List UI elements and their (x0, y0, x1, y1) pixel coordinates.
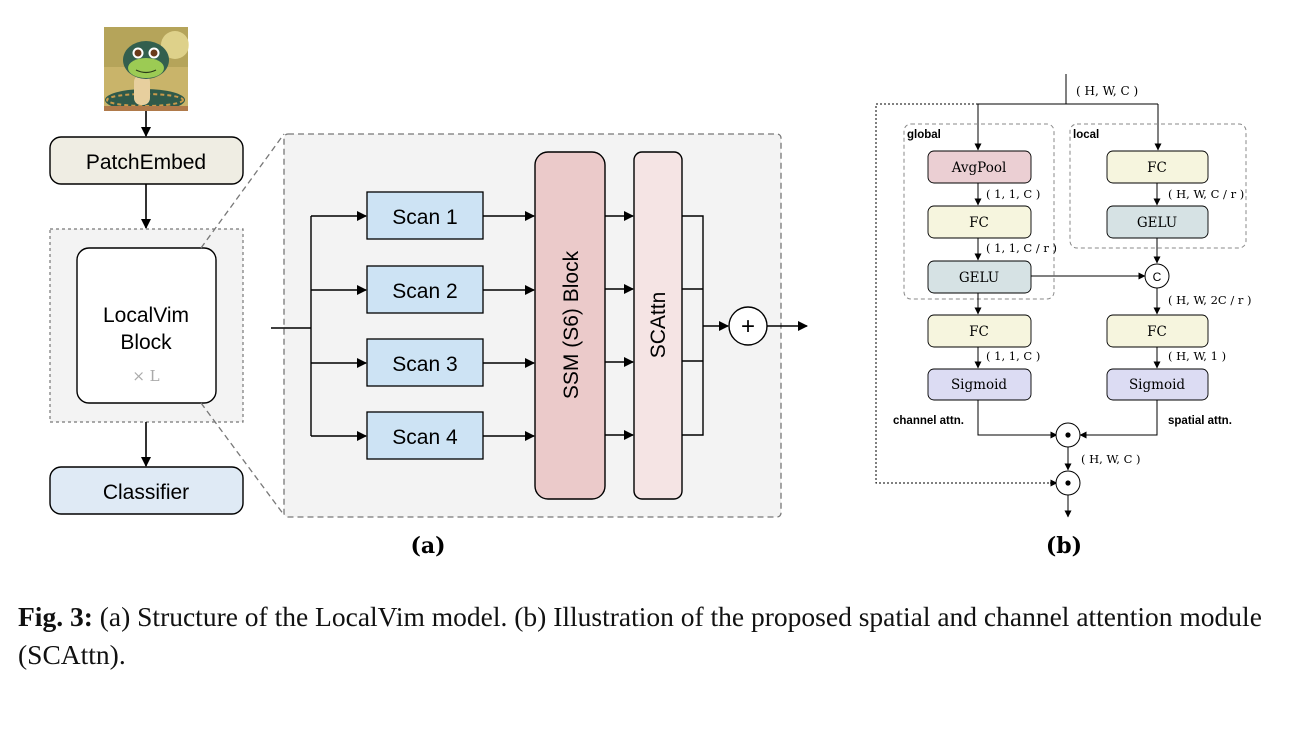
global-fc2-label: FC (969, 324, 989, 340)
scattn-label: SCAttn (647, 292, 670, 359)
concat-symbol: C (1153, 270, 1162, 284)
localvim-block-box (76, 247, 217, 404)
avgpool-label: AvgPool (951, 160, 1007, 176)
classifier-label: Classifier (103, 481, 189, 504)
global-gelu-label: GELU (959, 270, 999, 286)
local-shape-1: ( H, W, C / r ) (1168, 187, 1244, 201)
global-fc-label: FC (969, 215, 989, 231)
multiply-dot-2 (1065, 480, 1071, 486)
global-sigmoid-box (927, 368, 1032, 401)
output-shape: ( H, W, C ) (1081, 452, 1141, 466)
global-fc2-box (927, 314, 1032, 348)
caption-prefix: Fig. 3: (18, 601, 93, 632)
scan-1-label: Scan 1 (392, 206, 457, 229)
global-sigmoid-label: Sigmoid (951, 377, 1007, 393)
global-group (903, 123, 1055, 300)
panel-a-label: (a) (410, 533, 445, 559)
avgpool-box (927, 150, 1032, 184)
panel-b: ( H, W, C ) global local AvgPool ( 1, 1,… (875, 74, 1252, 559)
multiply-dot-1 (1065, 432, 1071, 438)
local-sigmoid-label: Sigmoid (1129, 377, 1185, 393)
figure-caption: Fig. 3: (a) Structure of the LocalVim mo… (18, 598, 1308, 674)
local-fc2-label: FC (1147, 324, 1167, 340)
local-shape-2: ( H, W, 2C / r ) (1168, 293, 1252, 307)
localvim-block-line1: LocalVim (103, 304, 189, 327)
global-label: global (907, 129, 941, 141)
localvim-block-line2: Block (120, 331, 172, 354)
scan-4-label: Scan 4 (392, 426, 458, 449)
global-gelu-box (927, 260, 1032, 294)
input-shape: ( H, W, C ) (1076, 84, 1138, 98)
local-fc-label: FC (1147, 160, 1167, 176)
panel-a: PatchEmbed LocalVim Block × L Classifier… (49, 27, 808, 559)
global-shape-2: ( 1, 1, C / r ) (986, 241, 1057, 255)
panel-b-label: (b) (1046, 533, 1082, 559)
repeat-label: × L (132, 367, 159, 385)
scan-3-label: Scan 3 (392, 353, 457, 376)
scan-4: Scan 4 (366, 411, 484, 460)
scattn-block (633, 151, 683, 500)
scan-1: Scan 1 (366, 191, 484, 240)
figure-3: PatchEmbed LocalVim Block × L Classifier… (49, 27, 1252, 559)
patch-embed-label: PatchEmbed (86, 151, 206, 174)
scan-3: Scan 3 (366, 338, 484, 387)
spatial-attn-label: spatial attn. (1168, 415, 1232, 427)
global-fc-box (927, 205, 1032, 239)
add-symbol: + (741, 313, 755, 340)
caption-text: (a) Structure of the LocalVim model. (b)… (18, 601, 1262, 670)
global-shape-3: ( 1, 1, C ) (986, 349, 1040, 363)
channel-attn-label: channel attn. (893, 415, 964, 427)
local-gelu-label: GELU (1137, 215, 1177, 231)
scan-2-label: Scan 2 (392, 280, 457, 303)
scan-2: Scan 2 (366, 265, 484, 314)
ssm-block-label: SSM (S6) Block (560, 250, 583, 399)
classifier-box (49, 466, 244, 515)
local-group (1069, 123, 1247, 249)
global-shape-1: ( 1, 1, C ) (986, 187, 1040, 201)
snake-mascot-image (104, 27, 189, 111)
local-shape-3: ( H, W, 1 ) (1168, 349, 1226, 363)
local-label: local (1073, 129, 1099, 141)
ssm-block (534, 151, 606, 500)
